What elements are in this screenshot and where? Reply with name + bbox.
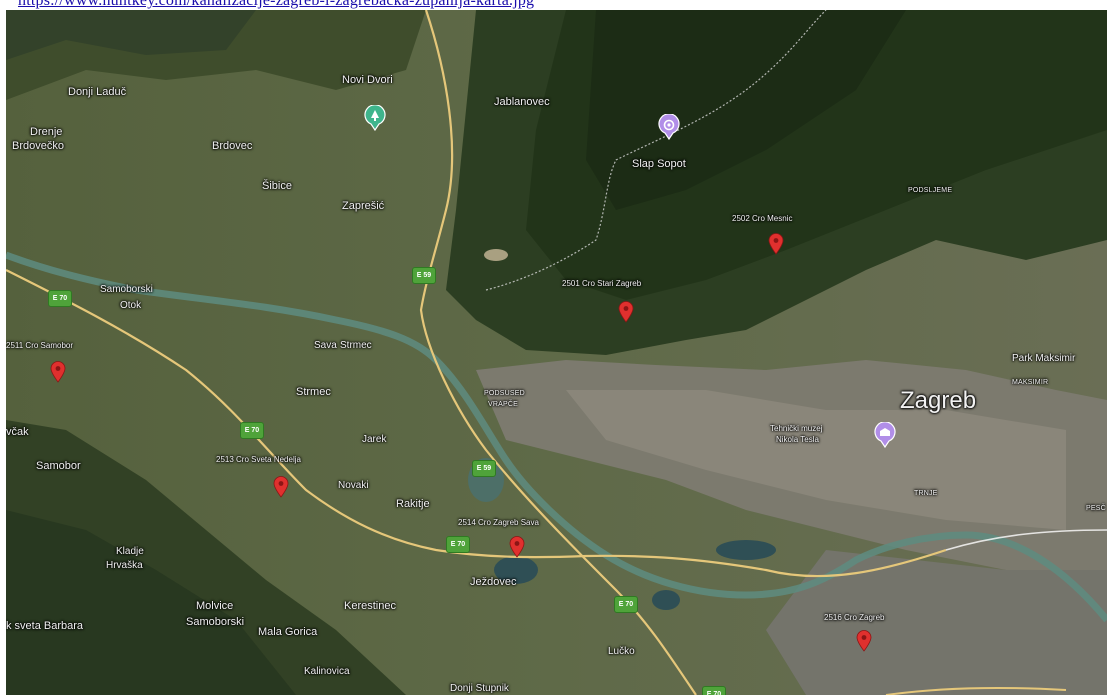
label-trnje: TRNJE	[914, 490, 938, 497]
url-bar: https://www.huntkey.com/kanalizacije-zag…	[0, 0, 1107, 10]
label-mala-gorica: Mala Gorica	[258, 626, 318, 638]
marker-label-cro-zagreb: 2516 Cro Zagreb	[824, 613, 885, 622]
label-podsljeme: PODSLJEME	[908, 187, 953, 194]
label-vcak: včak	[6, 426, 29, 438]
label-otok: Otok	[120, 300, 142, 311]
label-molvice: Molvice	[196, 600, 234, 612]
label-maksimir: MAKSIMIR	[1012, 379, 1049, 386]
map-pin-icon[interactable]	[50, 361, 66, 383]
label-jarek: Jarek	[362, 434, 387, 445]
park-poi-icon[interactable]	[362, 105, 388, 131]
label-strmec: Strmec	[296, 386, 331, 398]
marker-label-cro-stari-zagreb: 2501 Cro Stari Zagreb	[562, 279, 642, 288]
museum-poi-icon[interactable]	[872, 422, 898, 448]
waterfall-poi-icon[interactable]	[656, 114, 682, 140]
label-tehnicki-muzej: Tehnički muzej	[770, 424, 823, 433]
marker-label-cro-sveta-nedelja: 2513 Cro Sveta Nedelja	[216, 455, 301, 464]
map-pin-icon[interactable]	[856, 630, 872, 652]
label-nikola-tesla: Nikola Tesla	[776, 435, 819, 444]
label-novaki: Novaki	[338, 480, 369, 491]
label-vrapce: VRAPČE	[488, 401, 518, 408]
marker-label-cro-zagreb-sava: 2514 Cro Zagreb Sava	[458, 518, 539, 527]
marker-label-cro-mesnic: 2502 Cro Mesnic	[732, 214, 793, 223]
label-slap-sopot: Slap Sopot	[632, 158, 686, 170]
road-shield: E 70	[614, 596, 638, 613]
road-shield: E 70	[446, 536, 470, 553]
label-lucko: Lučko	[608, 646, 635, 657]
label-peso: PESČ	[1086, 505, 1106, 512]
road-shield: E 70	[240, 422, 264, 439]
label-podsused: PODSUSED	[484, 390, 525, 397]
image-url-link[interactable]: https://www.huntkey.com/kanalizacije-zag…	[18, 0, 535, 9]
road-shield: E 59	[412, 267, 436, 284]
label-kladje: Kladje	[116, 546, 144, 557]
label-sveta-barbara: k sveta Barbara	[6, 620, 84, 632]
label-kalinovica: Kalinovica	[304, 666, 350, 677]
label-donji-stupnik: Donji Stupnik	[450, 683, 509, 694]
road-shield: E 70	[702, 686, 726, 695]
label-rakitje: Rakitje	[396, 498, 430, 510]
label-sibice: Šibice	[262, 180, 292, 192]
label-jezdovec: Ježdovec	[470, 576, 517, 588]
label-zagreb: Zagreb	[900, 387, 977, 414]
marker-label-cro-samobor: 2511 Cro Samobor	[6, 341, 73, 350]
label-strmec-river: Strmec	[340, 340, 372, 351]
label-hrvaska: Hrvaška	[106, 560, 143, 571]
label-jablanovec: Jablanovec	[494, 96, 550, 108]
label-samoborski-2: Samoborski	[186, 616, 245, 628]
label-kerestinec: Kerestinec	[344, 600, 396, 612]
label-brdovec: Brdovec	[212, 140, 253, 152]
label-park-maksimir: Park Maksimir	[1012, 353, 1076, 364]
label-sava-river: Sava	[314, 340, 337, 351]
label-drenje: Drenje	[30, 126, 63, 138]
label-samoborski-otok: Samoborski	[100, 284, 153, 295]
label-brdovecko: Brdovečko	[12, 140, 64, 152]
label-samobor: Samobor	[36, 460, 81, 472]
label-donji-laduc: Donji Laduč	[68, 86, 127, 98]
satellite-map[interactable]: Novi Dvori Donji Laduč Jablanovec Drenje…	[6, 10, 1107, 695]
label-novi-dvori: Novi Dvori	[342, 74, 393, 86]
label-zapresic: Zaprešić	[342, 200, 385, 212]
road-shield: E 70	[48, 290, 72, 307]
map-pin-icon[interactable]	[618, 301, 634, 323]
map-pin-icon[interactable]	[273, 476, 289, 498]
map-pin-icon[interactable]	[509, 536, 525, 558]
map-terrain	[6, 10, 1107, 695]
road-shield: E 59	[472, 460, 496, 477]
map-pin-icon[interactable]	[768, 233, 784, 255]
